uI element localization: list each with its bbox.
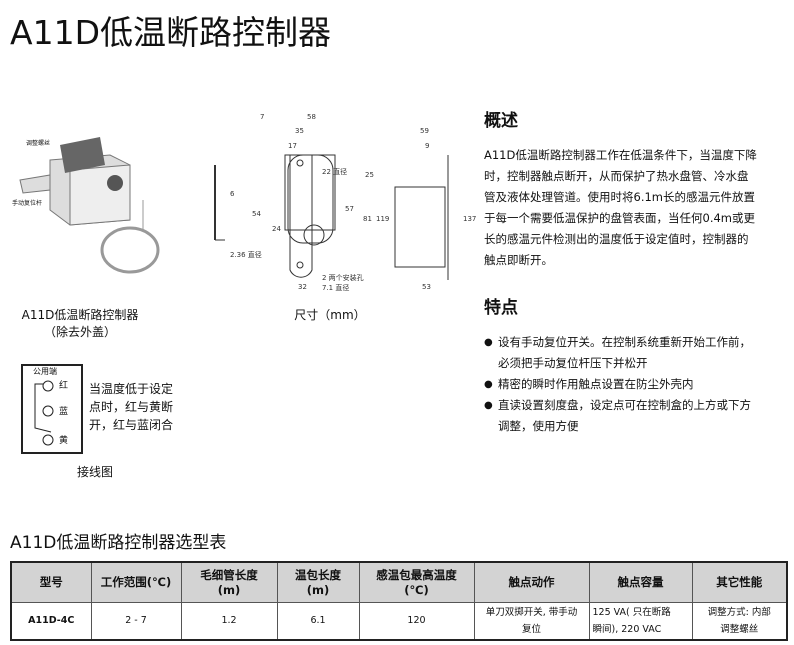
screw-label: 调整螺丝 [26, 140, 51, 147]
overview-text: A11D低温断路控制器工作在低温条件下，当温度下降 时，控制器触点断开，从而保护… [484, 148, 757, 267]
features-list: 设有手动复位开关。在控制系统重新开始工作前，必须把手动复位杆压下并松开 精密的瞬… [484, 332, 789, 437]
table-title: A11D低温断路控制器选型表 [10, 533, 227, 553]
wiring-description: 当温度低于设定 点时，红与黄断 开，红与蓝闭合 [89, 382, 174, 432]
wiring-caption: 接线图 [76, 465, 113, 479]
dimension-labels: 7 58 35 17 59 9 6 54 24 2.36 直径 22 直径 25… [230, 113, 477, 292]
dimension-drawing [200, 105, 475, 305]
controller-illustration-icon [19, 137, 160, 274]
blue-terminal-label: 蓝 [59, 407, 69, 417]
yellow-terminal-label: 黄 [59, 436, 69, 446]
table-header-row: 型号 工作范围(℃) 毛细管长度(m) 温包长度(m) 感温包最高温度(℃) 触… [10, 561, 788, 603]
dimension-caption: 尺寸（mm） [294, 308, 366, 322]
feature-item: 精密的瞬时作用触点设置在防尘外壳内 [484, 374, 789, 395]
common-terminal-label: 公用端 [33, 367, 57, 376]
page-title: A11D低温断路控制器 [10, 13, 331, 52]
photo-caption: A11D低温断路控制器 （除去外盖） [21, 308, 139, 339]
selection-table: 型号 工作范围(℃) 毛细管长度(m) 温包长度(m) 感温包最高温度(℃) 触… [10, 561, 788, 641]
features-heading: 特点 [484, 298, 518, 318]
table-row: A11D-4C 2 - 7 1.2 6.1 120 单刀双掷开关, 带手动复位 … [10, 601, 788, 641]
overview-heading: 概述 [484, 111, 518, 131]
feature-item: 设有手动复位开关。在控制系统重新开始工作前，必须把手动复位杆压下并松开 [484, 332, 789, 374]
reset-lever-label: 手动复位杆 [12, 200, 43, 207]
red-terminal-label: 红 [59, 381, 69, 391]
product-photo [15, 125, 165, 285]
wiring-diagram: 公用端 红 蓝 黄 [21, 364, 83, 454]
